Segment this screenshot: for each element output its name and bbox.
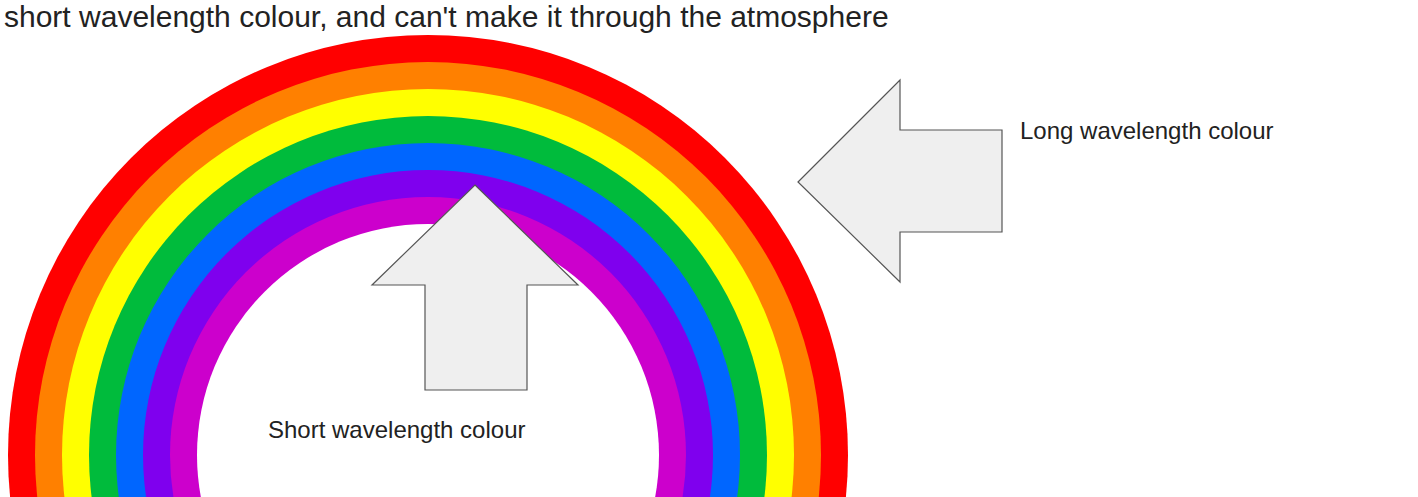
cropped-caption-text: short wavelength colour, and can't make … xyxy=(4,0,889,34)
yellow-band xyxy=(62,89,794,497)
up-arrow xyxy=(372,185,578,390)
blue-band xyxy=(116,143,740,497)
left-arrow xyxy=(798,80,1002,282)
violet-band xyxy=(143,170,713,497)
long-wavelength-label: Long wavelength colour xyxy=(1020,117,1274,145)
orange-band xyxy=(35,62,821,497)
red-band xyxy=(8,35,848,497)
green-band xyxy=(89,116,767,497)
short-wavelength-label: Short wavelength colour xyxy=(268,416,525,444)
